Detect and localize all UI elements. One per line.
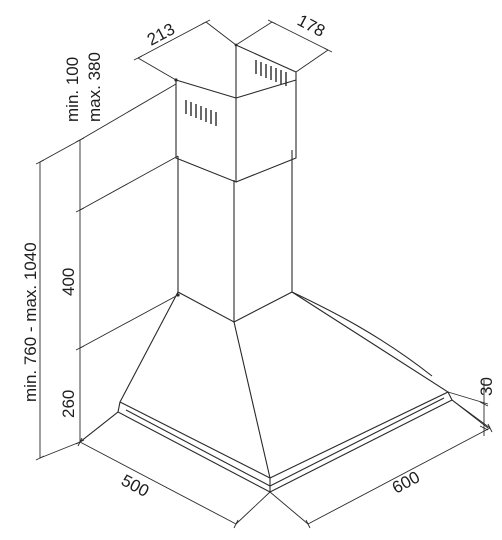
canopy-side-curve xyxy=(291,291,433,377)
dim-canopy-depth-label: 500 xyxy=(118,471,152,501)
upper-duct-side xyxy=(235,80,297,183)
dim-chimney-height: 400 xyxy=(59,210,179,351)
dim-overall-height: min. 760 - max. 1040 xyxy=(21,139,81,461)
lower-chimney-front xyxy=(177,156,235,323)
dim-duct-depth-label: 178 xyxy=(294,11,328,41)
dim-duct-width-label: 213 xyxy=(144,19,178,49)
dim-duct-width: 213 xyxy=(133,19,237,81)
dim-rim-height: 30 xyxy=(447,377,496,436)
hood-outline xyxy=(117,43,453,493)
dim-duct-max-label: max. 380 xyxy=(85,52,104,122)
dim-overall-height-label: min. 760 - max. 1040 xyxy=(21,242,40,402)
canopy-front-right xyxy=(269,291,450,479)
dim-duct-min-label: min. 100 xyxy=(63,57,82,122)
dim-duct-depth: 178 xyxy=(235,11,333,73)
dim-canopy-width: 600 xyxy=(269,399,493,529)
dim-canopy-height-label: 260 xyxy=(59,390,78,418)
dim-canopy-height: 260 xyxy=(59,348,119,445)
lower-chimney-side xyxy=(233,150,293,323)
canopy-front-left xyxy=(119,291,271,479)
dim-duct-adjust: min. 100 max. 380 xyxy=(63,52,179,213)
canopy-ridge xyxy=(233,321,271,479)
dim-rim-height-label: 30 xyxy=(477,377,496,396)
upper-duct-front xyxy=(175,80,237,183)
vent-slots-side xyxy=(255,60,287,86)
vent-slots-front xyxy=(185,100,217,126)
dim-canopy-width-label: 600 xyxy=(389,467,423,497)
dim-chimney-height-label: 400 xyxy=(59,268,78,296)
